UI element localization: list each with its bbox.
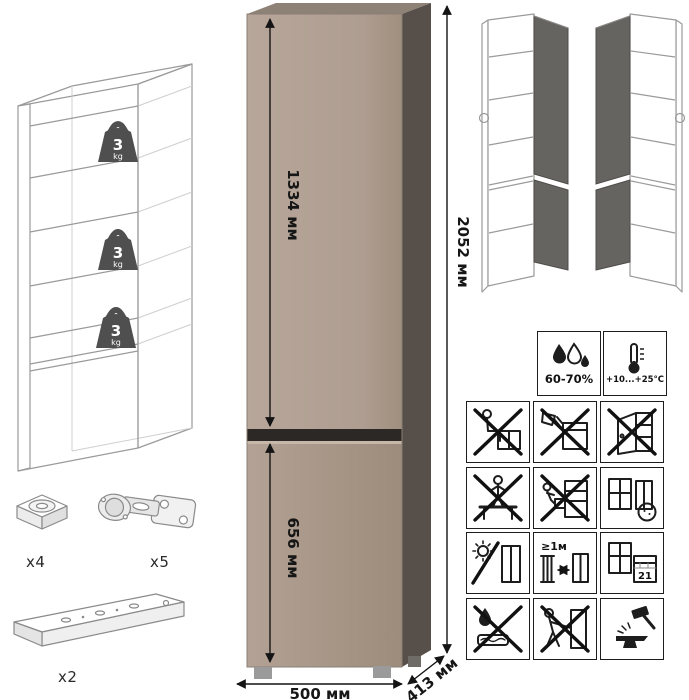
weight-unit-label: kg xyxy=(113,152,123,161)
thermometer-icon xyxy=(628,343,644,374)
no-dragging-tile xyxy=(533,598,597,660)
dimension-arrows xyxy=(236,5,452,689)
hinges-count-label: x5 xyxy=(150,553,170,571)
temperature-range-label: +10...+25°С xyxy=(605,375,665,386)
radiator-distance-icon: ≥1м xyxy=(540,540,589,583)
acclimatization-days-label: 21 xyxy=(638,571,652,582)
open-door-panels xyxy=(595,15,631,271)
feet-count-label: x4 xyxy=(26,553,46,571)
no-standing-tile xyxy=(466,467,530,529)
no-sitting-icon xyxy=(473,408,523,456)
weight-value-label: 3 xyxy=(113,244,123,262)
shelf-load-weight: 3 kg xyxy=(98,229,138,270)
no-dragging-icon xyxy=(540,605,590,653)
no-wet-cleaning-tile xyxy=(466,598,530,660)
no-spill-icon xyxy=(540,408,590,456)
humidity-drops-icon xyxy=(553,342,589,367)
no-door-hang-icon xyxy=(607,408,657,456)
radiator-distance-tile: ≥1м xyxy=(533,532,597,594)
window-moisture-icon xyxy=(608,478,657,522)
weight-value-label: 3 xyxy=(113,136,123,154)
plinth-part-drawing xyxy=(13,593,185,647)
cabinet-body xyxy=(246,3,431,679)
cabinet-foot xyxy=(408,656,421,667)
weight-value-label: 3 xyxy=(111,322,121,340)
cabinet-foot xyxy=(254,667,272,679)
no-impact-tile xyxy=(600,598,664,660)
wireframe-cabinet-drawing: 3 kg 3 kg 3 kg xyxy=(17,63,193,472)
hinge-part-drawing xyxy=(97,493,197,529)
radiator-distance-label: ≥1м xyxy=(541,540,567,553)
temperature-tile: +10...+25°С xyxy=(603,331,667,396)
shelf-load-weight: 3 kg xyxy=(98,121,138,162)
cabinet-foot xyxy=(373,666,391,678)
window-moisture-tile xyxy=(600,467,664,529)
lower-door-height-label: 656 мм xyxy=(284,517,302,578)
no-door-hang-tile xyxy=(600,401,664,463)
no-spill-tile xyxy=(533,401,597,463)
no-climbing-drawers-icon xyxy=(540,474,590,522)
door-orientation-drawing xyxy=(478,13,686,293)
weight-unit-label: kg xyxy=(113,260,123,269)
total-height-label: 2052 мм xyxy=(454,216,472,288)
width-label: 500 мм xyxy=(289,685,350,700)
humidity-tile: 60-70% xyxy=(537,331,601,396)
no-wet-cleaning-icon xyxy=(473,605,523,653)
humidity-range-label: 60-70% xyxy=(544,371,594,386)
weight-unit-label: kg xyxy=(111,338,121,347)
acclimatization-calendar-icon: 21 xyxy=(608,542,657,583)
no-climbing-drawers-tile xyxy=(533,467,597,529)
shelf-load-weight: 3 kg xyxy=(96,307,136,348)
foot-part-drawing xyxy=(16,494,68,530)
door-gap xyxy=(247,429,402,441)
cabinet-render: 1334 мм 656 мм 2052 мм 500 мм 413 мм xyxy=(236,3,472,700)
sunlight-protect-icon xyxy=(471,540,521,585)
hammer-anvil-icon xyxy=(616,605,656,648)
upper-door-height-label: 1334 мм xyxy=(284,169,302,241)
acclimatization-tile: 21 xyxy=(600,532,664,594)
no-standing-icon xyxy=(473,474,523,522)
no-sitting-tile xyxy=(466,401,530,463)
plinth-count-label: x2 xyxy=(58,668,78,686)
sunlight-protect-tile xyxy=(466,532,530,594)
open-door-panels xyxy=(533,15,569,271)
